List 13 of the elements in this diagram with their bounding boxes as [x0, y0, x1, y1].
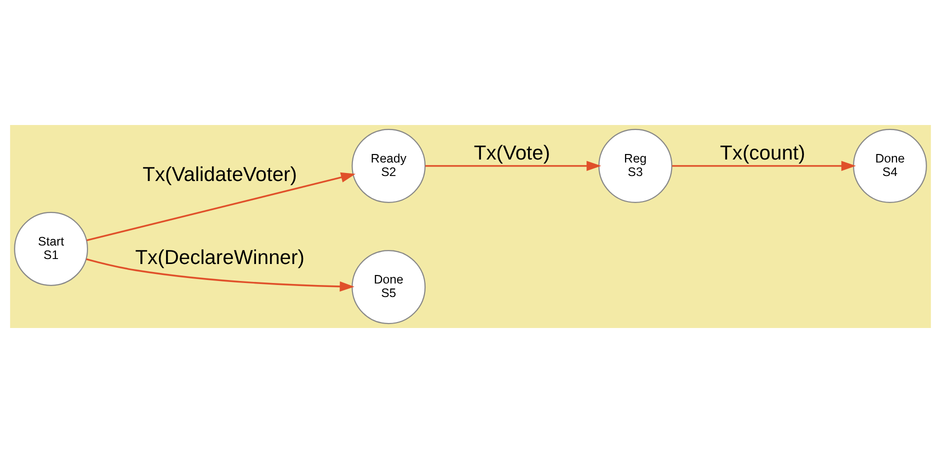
node-circle: Reg S3 — [598, 128, 672, 203]
edge-label: Tx(DeclareWinner) — [135, 246, 304, 269]
arrow — [86, 172, 356, 242]
node-circle: Start S1 — [14, 212, 88, 286]
arrow — [425, 160, 602, 172]
edge-label: Tx(count) — [720, 142, 806, 165]
edge-label: Tx(Vote) — [474, 142, 550, 165]
node-circle: Done S5 — [352, 250, 426, 324]
arrow — [86, 258, 354, 292]
arrow — [672, 160, 856, 172]
node-circle: Done S4 — [852, 128, 927, 203]
node-circle: Ready S2 — [352, 128, 426, 203]
edge-label: Tx(ValidateVoter) — [142, 164, 298, 186]
